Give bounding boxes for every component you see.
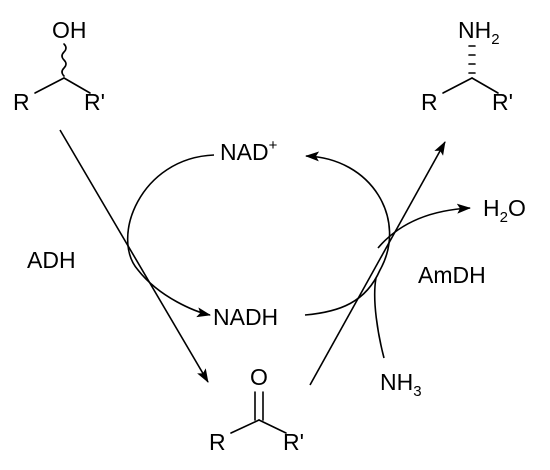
ammonia-input-curve	[373, 277, 385, 359]
adh-oxidation-arrow	[59, 129, 209, 383]
carbonyl-oxygen-label: O	[250, 364, 268, 390]
nadh-label: NADH	[213, 304, 278, 330]
hydroxyl-label: OH	[52, 17, 87, 43]
ketone-left-bond	[230, 419, 260, 434]
amine-group-label: NH2	[458, 17, 500, 48]
alcohol-left-bond	[34, 77, 65, 94]
alcohol-r-label: R	[13, 89, 30, 115]
ketone-r-prime-label: R'	[283, 429, 304, 455]
amdh-enzyme-label: AmDH	[418, 262, 486, 288]
ketone-structure: O R R'	[209, 364, 304, 455]
alcohol-structure: OH R R'	[13, 17, 105, 115]
amine-r-label: R	[421, 89, 438, 115]
ketone-right-bond	[258, 419, 287, 434]
amine-r-prime-label: R'	[492, 89, 513, 115]
alcohol-right-bond	[63, 77, 91, 94]
adh-enzyme-label: ADH	[27, 247, 76, 273]
nadh-to-nad-curved-arrow	[304, 151, 391, 316]
alcohol-r-prime-label: R'	[84, 89, 105, 115]
amine-left-bond	[442, 77, 473, 94]
amine-right-bond	[471, 77, 499, 94]
ketone-r-label: R	[209, 429, 226, 455]
wavy-stereo-bond	[61, 43, 67, 77]
amine-structure: NH2 R R'	[421, 17, 513, 115]
nad-to-nadh-curved-arrow	[126, 154, 215, 318]
ammonia-label: NH3	[380, 369, 422, 400]
nad-plus-label: NAD+	[220, 137, 278, 165]
amdh-amination-arrow	[309, 141, 446, 386]
water-label: H2O	[483, 195, 526, 226]
hashed-stereo-bond	[468, 45, 476, 74]
water-release-arrow	[377, 203, 471, 249]
